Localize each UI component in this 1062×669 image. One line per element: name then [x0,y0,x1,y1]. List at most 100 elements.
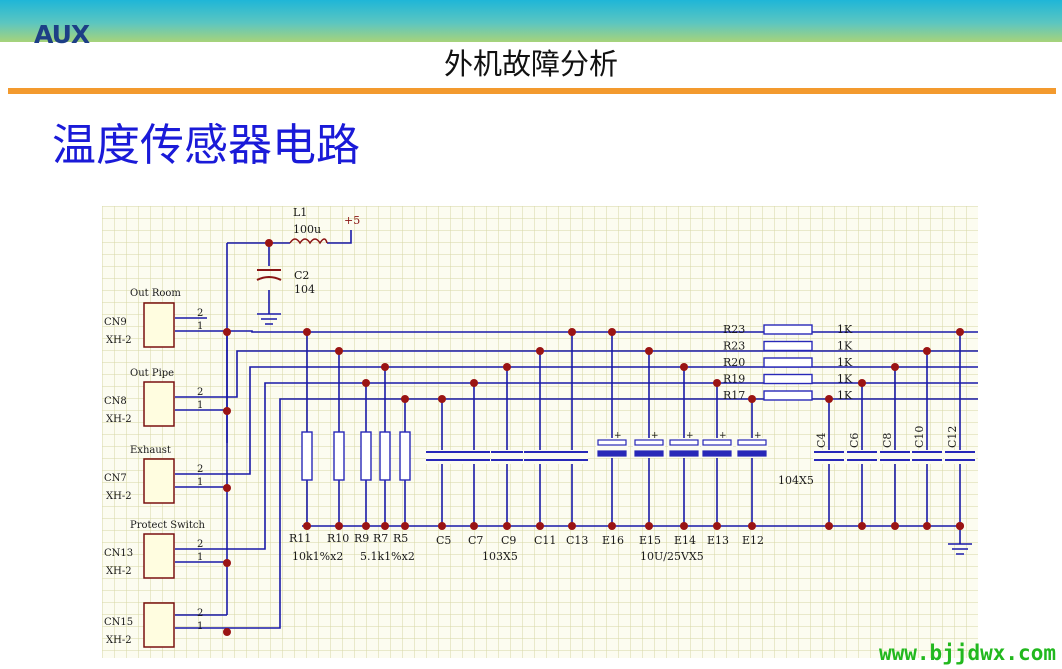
electrolytic-plate [702,439,732,446]
junction-dot [303,522,311,530]
pullup-resistor [399,431,411,481]
electrolytic-ref: E15 [639,534,661,547]
connector-pin2-label: 2 [197,608,203,619]
junction-dot [401,395,409,403]
connector-ref-label: CN7 [104,473,127,484]
junction-dot [956,328,964,336]
right-cap-ref: C12 [946,426,959,448]
connector-pin1-label: 1 [197,321,203,332]
junction-dot [748,522,756,530]
connector-name-label: Out Pipe [130,368,174,379]
connector-type-label: XH-2 [106,566,132,577]
series-resistor [763,324,813,335]
electrolytic-plate [597,450,627,457]
connector-type-label: XH-2 [106,335,132,346]
connector-pin2-label: 2 [197,308,203,319]
connector-body [143,302,175,348]
junction-dot [223,559,231,567]
connector-ref-label: CN13 [104,548,133,559]
junction-dot [923,347,931,355]
junction-dot [335,347,343,355]
series-resistor-value: 1K [837,323,853,336]
pullup-resistor-ref: R7 [373,532,388,545]
watermark-url: www.bjjdwx.com [878,641,1056,665]
connector-type-label: XH-2 [106,491,132,502]
header-title: 外机故障分析 [443,47,618,81]
junction-dot [223,484,231,492]
junction-dot [956,522,964,530]
electrolytic-polarity: + [651,431,659,441]
right-cap-value: 104X5 [778,474,814,487]
junction-dot [401,522,409,530]
junction-dot [536,522,544,530]
aux-logo: AUX [34,20,90,49]
junction-dot [568,522,576,530]
electrolytic-polarity: + [754,431,762,441]
junction-dot [503,363,511,371]
junction-dot [858,522,866,530]
series-resistor-ref: R23 [723,323,745,336]
junction-dot [438,522,446,530]
junction-dot [223,407,231,415]
connector-pin1-label: 1 [197,621,203,632]
junction-dot [608,328,616,336]
pullup-resistor-ref: R5 [393,532,408,545]
header-gradient-bar [0,0,1062,42]
filter-cap-ref: C7 [468,534,483,547]
connector-body [143,602,175,648]
junction-dot [223,628,231,636]
connector-type-label: XH-2 [106,635,132,646]
junction-dot [923,522,931,530]
junction-dot [503,522,511,530]
pullup-resistor-ref: R10 [327,532,349,545]
electrolytic-plate [737,450,767,457]
inductor-ref-label: L1 [293,206,307,219]
electrolytic-value: 10U/25VX5 [640,550,704,563]
ground-symbol-top [257,313,281,325]
series-resistor [763,340,813,352]
junction-dot [362,379,370,387]
junction-dot [438,395,446,403]
electrolytic-plate [634,450,664,457]
electrolytic-ref: E12 [742,534,764,547]
junction-dot [335,522,343,530]
connector-pin2-label: 2 [197,464,203,475]
series-resistor-ref: R23 [723,340,745,353]
electrolytic-polarity: + [719,431,727,441]
electrolytic-plate [669,439,699,446]
junction-dot [568,328,576,336]
junction-dot [608,522,616,530]
connector-name-label: Protect Switch [130,520,205,531]
junction-dot [362,522,370,530]
resistor-value-b: 5.1k1%x2 [360,550,415,563]
junction-dot [891,522,899,530]
junction-dot [470,379,478,387]
inductor-l1 [289,238,328,245]
series-resistor [763,373,813,385]
pullup-resistor-ref: R11 [289,532,311,545]
connector-ref-label: CN9 [104,317,127,328]
filter-cap-ref: C9 [501,534,516,547]
filter-cap-ref: C5 [436,534,451,547]
connector-pin1-label: 1 [197,477,203,488]
junction-dot [381,363,389,371]
series-resistor-value: 1K [837,373,853,386]
junction-dots [223,239,964,636]
junction-dot [825,395,833,403]
junction-dot [536,347,544,355]
junction-dot [645,522,653,530]
resistor-value-a: 10k1%x2 [292,550,343,563]
supply-label: +5 [344,214,360,227]
series-resistor [763,390,813,401]
junction-dot [713,379,721,387]
electrolytic-plate [597,439,627,446]
filter-cap-ref: C11 [534,534,556,547]
junction-dot [680,363,688,371]
pullup-resistor [360,431,372,481]
right-cap-ref: C4 [815,433,828,448]
electrolytic-ref: E13 [707,534,729,547]
right-cap-ref: C8 [881,433,894,448]
series-resistor-ref: R17 [723,389,745,402]
filter-cap-value: 103X5 [482,550,518,563]
connector-name-label: Exhaust [130,445,171,456]
